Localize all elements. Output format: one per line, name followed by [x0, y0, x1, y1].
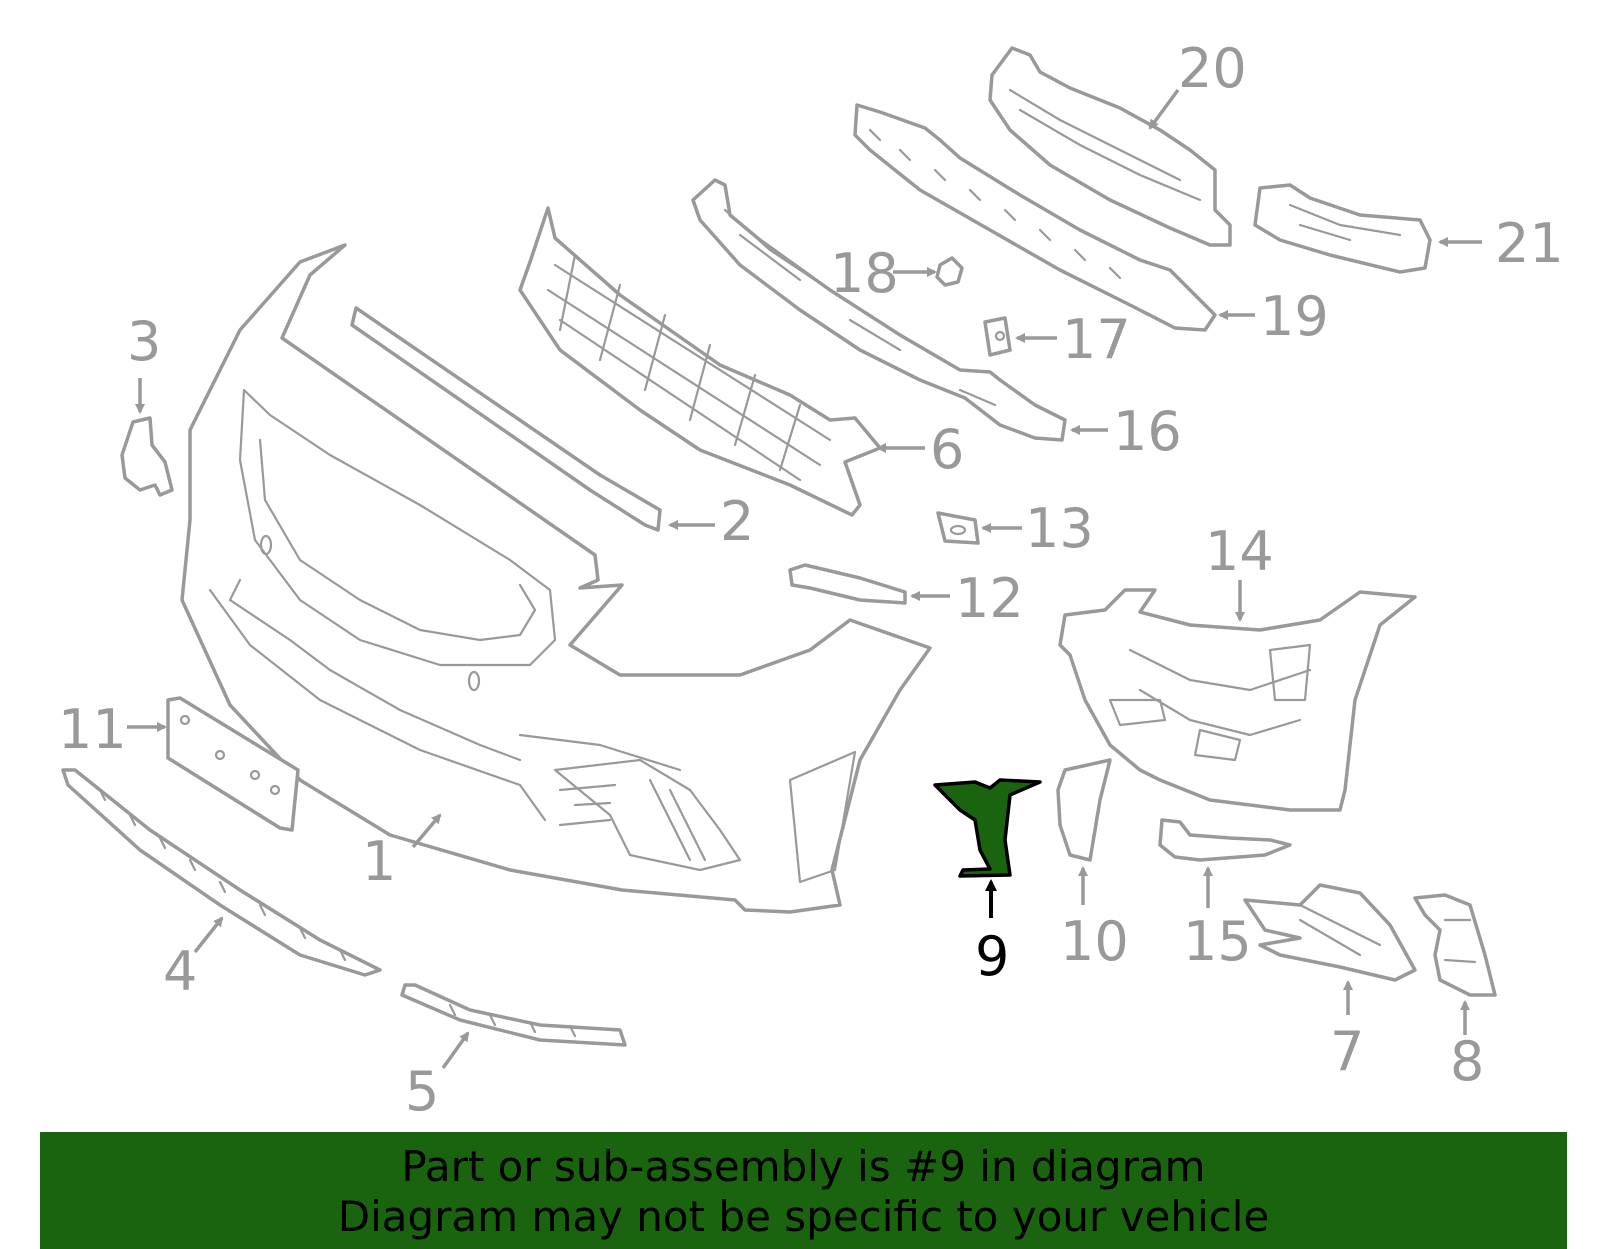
- callout-11: 11: [58, 698, 127, 761]
- callout-labels: 1 2 3 4 5 6 7 8 9 10 11 12 13 14 15 16 1…: [58, 37, 1564, 1123]
- part-3-bracket[interactable]: [120, 416, 174, 497]
- callout-3: 3: [127, 310, 161, 373]
- part-20-absorber[interactable]: [988, 46, 1232, 247]
- part-6-grille[interactable]: [518, 206, 882, 517]
- info-banner: Part or sub-assembly is #9 in diagram Di…: [40, 1132, 1567, 1249]
- callout-13: 13: [1025, 497, 1094, 560]
- part-7-bracket[interactable]: [1243, 883, 1417, 982]
- part-9-highlighted[interactable]: [933, 778, 1042, 878]
- callout-17: 17: [1062, 308, 1131, 371]
- banner-line-1: Part or sub-assembly is #9 in diagram: [401, 1142, 1206, 1191]
- part-21-bracket[interactable]: [1253, 183, 1432, 274]
- callout-15: 15: [1183, 910, 1252, 973]
- callout-7: 7: [1330, 1020, 1364, 1083]
- callout-8: 8: [1450, 1030, 1484, 1093]
- callout-14: 14: [1205, 520, 1274, 583]
- part-12-clip-strip[interactable]: [788, 563, 907, 605]
- callout-10: 10: [1060, 910, 1129, 973]
- part-8-bracket[interactable]: [1413, 893, 1497, 997]
- callout-21: 21: [1495, 212, 1564, 275]
- callout-2: 2: [720, 490, 754, 553]
- callout-19: 19: [1260, 285, 1329, 348]
- callout-18: 18: [830, 242, 899, 305]
- part-10-bracket[interactable]: [1056, 758, 1112, 862]
- callout-1: 1: [362, 830, 396, 893]
- part-13-clip[interactable]: [936, 511, 980, 545]
- part-15-bracket[interactable]: [1158, 818, 1292, 862]
- banner-line-2: Diagram may not be specific to your vehi…: [337, 1192, 1270, 1241]
- part-19-impact-bar[interactable]: [853, 103, 1217, 332]
- part-11-plate-bracket[interactable]: [166, 696, 300, 832]
- part-4-lower-strip[interactable]: [61, 768, 382, 977]
- callout-6: 6: [930, 418, 964, 481]
- callout-20: 20: [1178, 37, 1247, 100]
- part-1-bumper-cover[interactable]: [180, 243, 932, 914]
- callout-4: 4: [163, 940, 197, 1003]
- leader-lines: [127, 88, 1482, 1070]
- part-2-trim-strip[interactable]: [350, 306, 662, 532]
- callout-9: 9: [975, 925, 1009, 988]
- part-5-lower-strip[interactable]: [400, 983, 627, 1047]
- part-18-bolt[interactable]: [935, 256, 964, 287]
- part-14-support[interactable]: [1058, 588, 1417, 812]
- part-17-clip[interactable]: [983, 316, 1012, 357]
- callout-12: 12: [955, 567, 1024, 630]
- callout-5: 5: [405, 1060, 439, 1123]
- callout-16: 16: [1113, 400, 1182, 463]
- part-16-carrier[interactable]: [691, 178, 1067, 442]
